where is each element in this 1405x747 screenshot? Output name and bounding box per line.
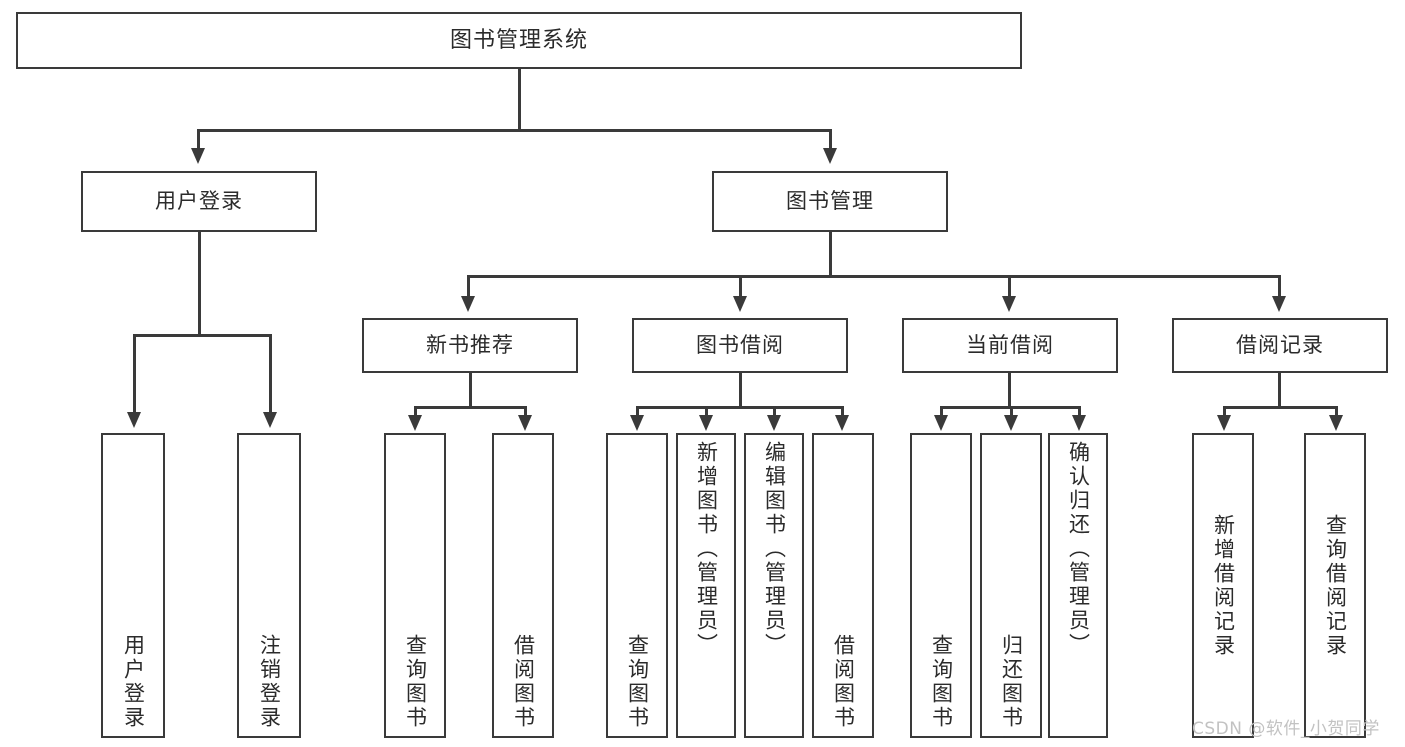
- leaf-return-book[interactable]: 归还图书: [980, 433, 1042, 738]
- leaf-user-login[interactable]: 用户登录: [101, 433, 165, 738]
- leaf-label: 借阅图书: [831, 634, 856, 730]
- connector-br-1: [1223, 406, 1226, 418]
- connector-to-current-borrow: [1008, 275, 1011, 299]
- arrowhead-query-record: [1329, 415, 1343, 431]
- connector-to-new-book: [467, 275, 470, 299]
- node-label: 图书借阅: [696, 333, 784, 358]
- connector-to-book-borrow: [739, 275, 742, 299]
- leaf-label: 编辑图书（管理员）: [762, 441, 787, 657]
- connector-user-login-stem: [198, 232, 201, 336]
- node-new-book-recommend[interactable]: 新书推荐: [362, 318, 578, 373]
- connector-bb-3: [773, 406, 776, 418]
- leaf-borrow-book-borrow[interactable]: 借阅图书: [812, 433, 874, 738]
- arrowhead-query-book-2: [630, 415, 644, 431]
- arrowhead-new-book: [461, 296, 475, 312]
- node-label: 借阅记录: [1236, 333, 1324, 358]
- connector-cb-3: [1078, 406, 1081, 418]
- node-book-management[interactable]: 图书管理: [712, 171, 948, 232]
- arrowhead-leaf-logout: [263, 412, 277, 428]
- connector-borrow-record-bus: [1223, 406, 1337, 409]
- leaf-label: 注销登录: [257, 634, 282, 730]
- node-borrow-record[interactable]: 借阅记录: [1172, 318, 1388, 373]
- connector-root-to-book-mgmt: [829, 129, 832, 151]
- csdn-watermark: CSDN @软件_小贺同学: [1192, 719, 1380, 739]
- leaf-add-book-admin[interactable]: 新增图书（管理员）: [676, 433, 736, 738]
- connector-new-book-stem: [469, 373, 472, 408]
- connector-cb-2: [1010, 406, 1013, 418]
- connector-bb-1: [636, 406, 639, 418]
- leaf-query-book-newbook[interactable]: 查询图书: [384, 433, 446, 738]
- leaf-query-book-borrow[interactable]: 查询图书: [606, 433, 668, 738]
- connector-root-stem: [518, 69, 521, 131]
- arrowhead-add-record: [1217, 415, 1231, 431]
- leaf-edit-book-admin[interactable]: 编辑图书（管理员）: [744, 433, 804, 738]
- leaf-label: 新增借阅记录: [1211, 513, 1236, 658]
- node-root-system[interactable]: 图书管理系统: [16, 12, 1022, 69]
- connector-cb-1: [940, 406, 943, 418]
- connector-book-borrow-stem: [739, 373, 742, 408]
- arrowhead-user-login: [191, 148, 205, 164]
- arrowhead-borrow-record: [1272, 296, 1286, 312]
- leaf-confirm-return-admin[interactable]: 确认归还（管理员）: [1048, 433, 1108, 738]
- node-current-borrow[interactable]: 当前借阅: [902, 318, 1118, 373]
- node-label: 当前借阅: [966, 333, 1054, 358]
- arrowhead-query-book-3: [934, 415, 948, 431]
- leaf-label: 查询图书: [625, 634, 650, 730]
- leaf-label: 确认归还（管理员）: [1066, 441, 1091, 657]
- leaf-label: 查询图书: [403, 634, 428, 730]
- arrowhead-confirm-return: [1072, 415, 1086, 431]
- leaf-borrow-book-newbook[interactable]: 借阅图书: [492, 433, 554, 738]
- connector-user-login-right: [269, 334, 272, 415]
- arrowhead-current-borrow: [1002, 296, 1016, 312]
- arrowhead-book-mgmt: [823, 148, 837, 164]
- connector-book-borrow-bus: [636, 406, 843, 409]
- node-user-login[interactable]: 用户登录: [81, 171, 317, 232]
- node-label: 图书管理系统: [449, 27, 588, 53]
- arrowhead-leaf-user-login: [127, 412, 141, 428]
- connector-new-book-right: [524, 406, 527, 418]
- leaf-query-borrow-record[interactable]: 查询借阅记录: [1304, 433, 1366, 738]
- leaf-label: 用户登录: [121, 634, 146, 730]
- connector-new-book-left: [414, 406, 417, 418]
- leaf-query-book-current[interactable]: 查询图书: [910, 433, 972, 738]
- leaf-label: 查询图书: [929, 634, 954, 730]
- leaf-label: 查询借阅记录: [1323, 513, 1348, 658]
- connector-user-login-left: [133, 334, 136, 415]
- connector-root-bus: [197, 129, 831, 132]
- arrowhead-return-book: [1004, 415, 1018, 431]
- node-book-borrow[interactable]: 图书借阅: [632, 318, 848, 373]
- connector-to-borrow-record: [1278, 275, 1281, 299]
- leaf-add-borrow-record[interactable]: 新增借阅记录: [1192, 433, 1254, 738]
- arrowhead-edit-book: [767, 415, 781, 431]
- connector-br-2: [1335, 406, 1338, 418]
- connector-bb-2: [705, 406, 708, 418]
- node-label: 用户登录: [155, 189, 243, 214]
- connector-book-mgmt-bus: [467, 275, 1280, 278]
- connector-new-book-bus: [414, 406, 526, 409]
- connector-book-mgmt-stem: [829, 232, 832, 277]
- connector-borrow-record-stem: [1278, 373, 1281, 408]
- node-label: 新书推荐: [426, 333, 514, 358]
- leaf-label: 借阅图书: [511, 634, 536, 730]
- arrowhead-book-borrow: [733, 296, 747, 312]
- leaf-logout[interactable]: 注销登录: [237, 433, 301, 738]
- arrowhead-borrow-book-2: [835, 415, 849, 431]
- connector-bb-4: [841, 406, 844, 418]
- arrowhead-query-book-1: [408, 415, 422, 431]
- leaf-label: 新增图书（管理员）: [694, 441, 719, 657]
- connector-root-to-user-login: [197, 129, 200, 151]
- connector-current-borrow-stem: [1008, 373, 1011, 408]
- leaf-label: 归还图书: [999, 634, 1024, 730]
- arrowhead-borrow-book-1: [518, 415, 532, 431]
- connector-user-login-bus: [133, 334, 271, 337]
- node-label: 图书管理: [786, 189, 874, 214]
- arrowhead-add-book: [699, 415, 713, 431]
